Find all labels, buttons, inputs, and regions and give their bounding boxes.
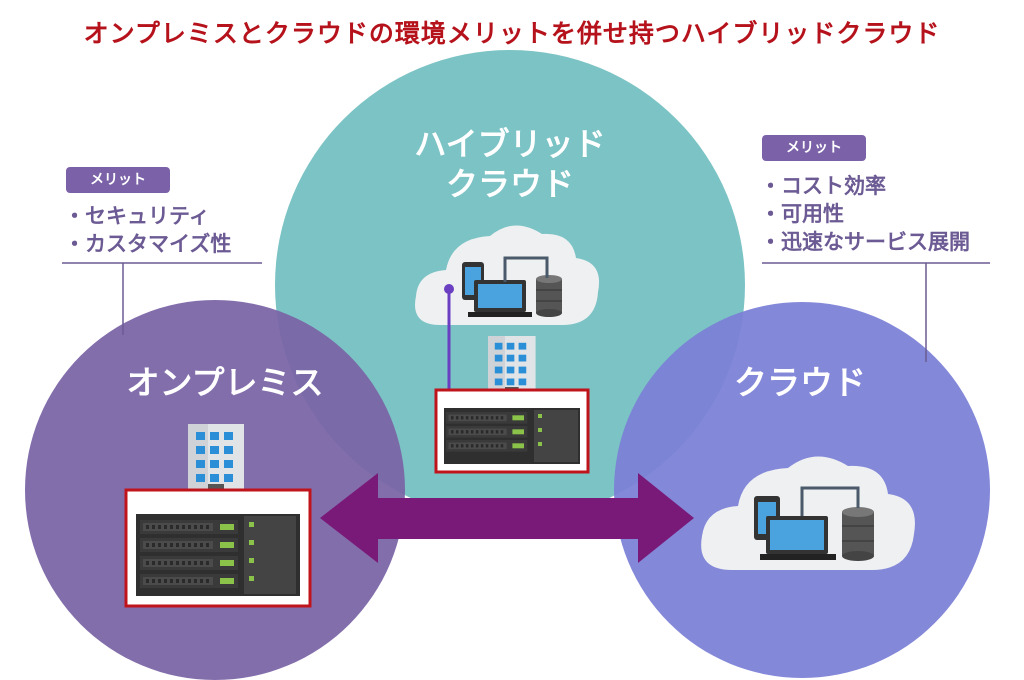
cloud-merit-badge: メリット: [762, 135, 866, 161]
server-rack-icon: [434, 388, 590, 474]
double-arrow-icon: [320, 473, 694, 563]
cloud-merit-list: ・コスト効率 ・可用性 ・迅速なサービス展開: [760, 172, 970, 256]
onprem-label: オンプレミス: [126, 363, 324, 402]
merit-item: ・コスト効率: [760, 174, 886, 198]
merit-item: ・可用性: [760, 202, 844, 226]
hybrid-cloud-icon: [415, 225, 600, 325]
database-icon: [536, 275, 562, 317]
onprem-merit-leader: [62, 262, 262, 335]
server-rack-icon: [124, 488, 312, 608]
laptop-icon: [468, 280, 532, 317]
hybrid-cloud-label: ハイブリッド クラウド: [380, 124, 640, 204]
cloud-merit-leader: [762, 262, 990, 362]
cloud-label: クラウド: [734, 363, 866, 402]
page-title: オンプレミスとクラウドの環境メリットを併せ持つハイブリッドクラウド: [83, 19, 941, 48]
onprem-merit-badge: メリット: [66, 167, 170, 193]
cloud-icon: [701, 456, 915, 570]
merit-item: ・カスタマイズ性: [64, 232, 232, 256]
hybrid-cloud-label-line1: ハイブリッド: [414, 125, 606, 163]
hybrid-cloud-label-line2: クラウド: [445, 165, 574, 203]
onprem-merit-list: ・セキュリティ ・カスタマイズ性: [64, 202, 231, 258]
merit-item: ・迅速なサービス展開: [760, 230, 970, 254]
laptop-icon: [760, 516, 836, 560]
merit-item: ・セキュリティ: [64, 204, 210, 228]
database-icon: [842, 507, 874, 561]
